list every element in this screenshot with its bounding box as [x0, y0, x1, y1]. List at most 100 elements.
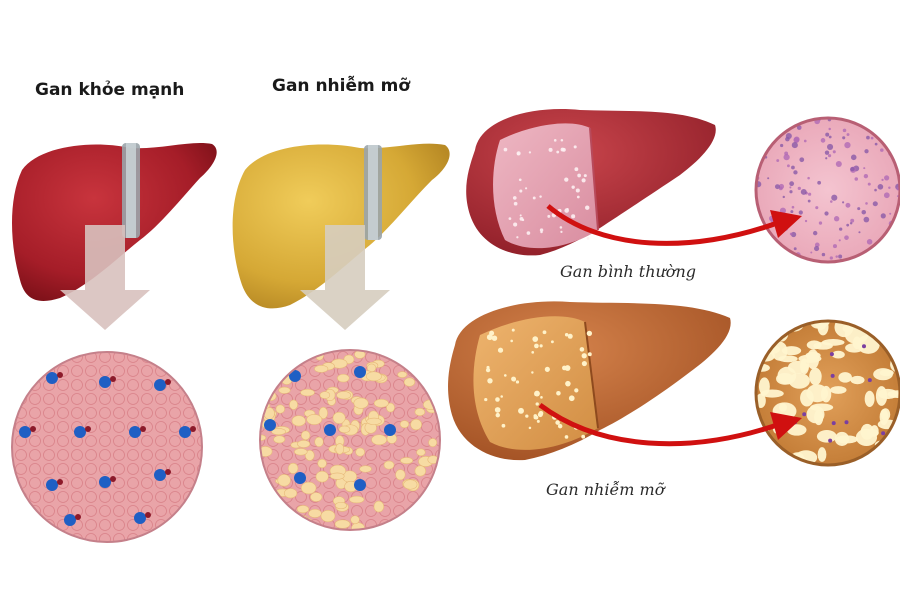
fat-droplet	[270, 505, 279, 511]
fat-speck	[518, 408, 524, 414]
fat-speck	[504, 374, 507, 377]
fat-droplet	[411, 419, 422, 430]
fat-speck	[574, 388, 578, 392]
tissue-speck	[516, 236, 518, 238]
fat-droplet	[817, 430, 837, 443]
tissue-speck	[886, 241, 892, 247]
fat-droplet	[288, 463, 298, 473]
tissue-speck	[764, 235, 767, 238]
fat-speck	[525, 414, 528, 417]
tissue-speck	[881, 431, 885, 435]
fat-speck	[502, 424, 506, 428]
tissue-speck	[769, 255, 775, 261]
tissue-speck	[792, 257, 797, 262]
fat-droplet	[879, 455, 898, 464]
tissue-speck	[789, 190, 792, 193]
fat-droplet	[315, 437, 324, 447]
fat-droplet	[316, 471, 328, 482]
fat-speck	[538, 412, 543, 417]
fat-droplet	[301, 389, 315, 396]
tissue-speck	[871, 137, 874, 140]
fat-droplet	[318, 459, 327, 468]
tissue-speck	[525, 187, 527, 189]
fat-droplet	[279, 387, 291, 394]
fat-speck	[569, 395, 575, 401]
cell-nucleus	[154, 379, 166, 391]
fat-droplet	[284, 353, 300, 365]
fat-droplet	[800, 389, 814, 406]
tissue-speck	[825, 150, 829, 154]
fat-droplet	[835, 432, 849, 446]
cell-nucleus	[64, 514, 76, 526]
fat-speck	[545, 367, 550, 372]
fat-droplet	[426, 346, 437, 354]
fat-speck	[551, 340, 554, 343]
cell-fragment	[75, 514, 81, 520]
tissue-speck	[517, 153, 520, 156]
fat-droplet	[289, 400, 297, 410]
fat-droplet	[818, 447, 827, 462]
tissue-speck	[513, 222, 517, 226]
fat-droplet	[337, 374, 349, 382]
cell-fragment	[165, 469, 171, 475]
fat-droplet	[301, 482, 316, 494]
tissue-speck	[847, 133, 850, 136]
fat-droplet	[336, 444, 344, 455]
tissue-speck	[851, 155, 857, 161]
fat-droplet	[415, 466, 426, 476]
tissue-speck	[762, 244, 765, 247]
fat-droplet	[277, 347, 291, 358]
fat-droplet	[335, 502, 347, 509]
tissue-speck	[862, 344, 866, 348]
fat-speck	[484, 398, 487, 401]
fat-droplet	[779, 403, 787, 412]
fat-speck	[565, 381, 571, 387]
tissue-speck	[824, 211, 828, 215]
tissue-speck	[799, 126, 801, 128]
cell-nucleus	[99, 376, 111, 388]
fat-droplet	[294, 448, 307, 455]
cell-fragment	[190, 426, 196, 432]
fat-droplet	[335, 520, 350, 528]
tissue-speck	[838, 254, 842, 258]
tissue-speck	[884, 175, 889, 180]
fat-droplet	[314, 365, 327, 372]
fat-speck	[498, 348, 503, 353]
tissue-speck	[789, 181, 794, 186]
cell-nucleus	[134, 512, 146, 524]
tissue-speck	[808, 193, 811, 196]
fat-speck	[587, 331, 592, 336]
tissue-speck	[789, 186, 791, 188]
fat-speck	[533, 414, 537, 418]
tissue-speck	[835, 255, 837, 257]
tissue-speck	[527, 231, 531, 235]
fat-speck	[581, 435, 585, 439]
tissue-speck	[822, 253, 825, 256]
tissue-speck	[784, 152, 788, 156]
tissue-speck	[825, 157, 827, 159]
fat-droplet	[283, 345, 298, 357]
tissue-speck	[889, 213, 891, 215]
fat-droplet	[285, 524, 297, 531]
tissue-speck	[794, 119, 797, 122]
fat-speck	[512, 329, 515, 332]
tissue-speck	[805, 220, 807, 222]
cell-nucleus	[129, 426, 141, 438]
tissue-speck	[855, 177, 859, 181]
fat-droplet	[270, 372, 279, 380]
fat-droplet	[813, 342, 832, 350]
tissue-speck	[757, 258, 760, 261]
cell-fragment	[145, 512, 151, 518]
tissue-speck	[830, 200, 833, 203]
tissue-speck	[547, 215, 550, 218]
tissue-speck	[783, 196, 785, 198]
tissue-speck	[832, 421, 836, 425]
tissue-speck	[562, 148, 566, 152]
fatty-liver-cross-section	[448, 301, 731, 460]
tissue-speck	[792, 206, 795, 209]
tissue-speck	[839, 239, 841, 241]
fat-droplet	[760, 389, 783, 397]
tissue-speck	[864, 149, 868, 153]
fatty-tissue-circle-left	[254, 345, 441, 534]
fat-droplet	[750, 442, 771, 452]
